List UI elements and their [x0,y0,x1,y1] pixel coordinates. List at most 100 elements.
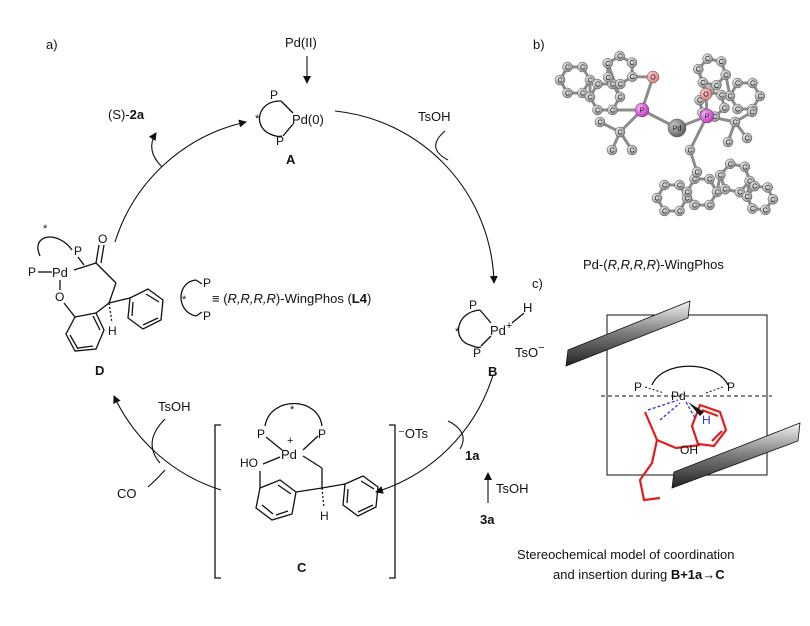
crystal-atom-label: C [609,148,614,155]
d-p-top: P [74,244,82,258]
crystal-atom-label: C [765,185,770,192]
crystal-atom-label: C [707,202,712,209]
crystal-atom-label: C [718,173,723,180]
crystal-atom-label: C [723,187,728,194]
arc-d-to-a [115,122,246,242]
product-arrow [152,133,162,167]
b-hydride: H [523,300,532,315]
crystal-atom-label: C [723,72,728,79]
upper-slab [566,301,690,366]
arc-b-to-c [376,375,493,492]
c-p-left: P [257,427,265,441]
legend-p-top: P [203,276,211,290]
a-label: A [286,152,296,167]
species-d: * P P Pd O O H D [28,223,163,378]
d-label: D [95,363,104,378]
crystal-atom-label: C [684,190,689,197]
b-label: B [488,364,497,379]
stereo-model: P P Pd H OH Stereochemical model of coor… [517,301,800,582]
crystal-atom-label: C [714,83,719,90]
model-red-substrate-a [640,412,660,500]
crystal-atom-label: C [629,60,634,67]
crystal-atom-label: C [617,130,622,137]
crystal-atom-label: C [605,61,610,68]
crystal-atom-label: C [618,81,623,88]
crystal-atom-label: C [692,202,697,209]
crystal-atom-label: C [696,67,701,74]
a-pd0: Pd(0) [292,112,324,127]
b-star: * [455,326,460,338]
c-phenol-ring [256,480,296,520]
crystal-atom-label: C [662,183,667,190]
crystal-atom-label: C [719,59,724,66]
ligand-arc-a [259,101,282,136]
crystal-atom-label: C [587,78,592,85]
model-caption-line2: and insertion during B+1a→C [553,567,725,582]
crystal-atom-label: C [757,94,762,101]
crystal-atom-label: C [725,140,730,147]
crystal-atom-label: C [705,56,710,63]
species-b: P P * Pd+ H TsO− B [455,298,545,379]
d-h: H [108,324,117,338]
tsoh-co-label: TsOH [158,399,191,414]
d-star: * [43,223,48,235]
model-p-right: P [727,380,735,394]
d-phenol-ring [66,313,104,351]
crystal-atom-label: C [654,196,659,203]
model-oh: OH [680,443,698,457]
co-curve-bottom [148,470,165,487]
panel-label-b: b) [533,37,545,52]
b-pd: Pd+ [490,320,512,338]
tsoh-top-curve [436,131,448,160]
crystal-atom-label: C [580,90,585,97]
b-p-top: P [469,298,477,312]
crystal-atom-label: C [722,105,727,112]
legend-text: ≡ (R,R,R,R)-WingPhos (L4) [212,291,371,306]
legend-star: * [182,294,187,306]
b-p-bottom: P [473,346,481,360]
crystal-atom-label: C [595,82,600,89]
model-ligand-arc [652,366,728,385]
model-hydride: H [702,413,711,427]
crystal-atom-label: C [662,208,667,215]
species-a: P P * Pd(0) A [255,88,324,167]
d-carbonyl-o: O [98,232,107,246]
crystal-atom-label: C [617,95,622,102]
crystal-atom-label: C [629,148,634,155]
catalytic-cycle: Pd(II) TsOH (S)-2a 1a TsOH 3a TsOH CO [108,35,529,527]
crystal-atom-label: C [745,194,750,201]
c-h: H [320,509,329,523]
crystal-atom-label: C [700,80,705,87]
panel-label-c: c) [532,276,543,291]
crystal-atom-label: C [750,206,755,213]
crystal-atom-label: C [752,184,757,191]
crystal-atom-label: P [705,114,710,121]
ligand-legend: P P * ≡ (R,R,R,R)-WingPhos (L4) [181,276,371,323]
crystal-atom-label: C [565,65,570,72]
c-plus: + [287,435,293,447]
crystal-atom-label: C [732,120,737,127]
crystal-atom-label: C [687,148,692,155]
c-p-right: P [318,427,326,441]
d-phenyl-ring [128,289,163,329]
legend-p-bottom: P [203,309,211,323]
crystal-atom-label: C [617,54,622,61]
c-bracket-right [389,425,395,578]
crystal-atom-label: C [610,82,615,89]
tsoh-label-top: TsOH [418,109,451,124]
crystal-atom-label: C [677,208,682,215]
crystal-atom-label: C [610,107,615,114]
crystal-atom-label: C [694,170,699,177]
crystal-atom-label: Pd [673,126,682,133]
co-curve-top [152,419,165,463]
crystal-atom-label: O [703,92,709,99]
crystal-atom-label: C [606,75,611,82]
crystal-atom-label: C [749,110,754,117]
b-tso: TsO− [515,342,545,360]
a-p-top: P [270,88,278,102]
model-pd: Pd [671,389,686,403]
model-caption-line1: Stereochemical model of coordination [517,547,735,562]
